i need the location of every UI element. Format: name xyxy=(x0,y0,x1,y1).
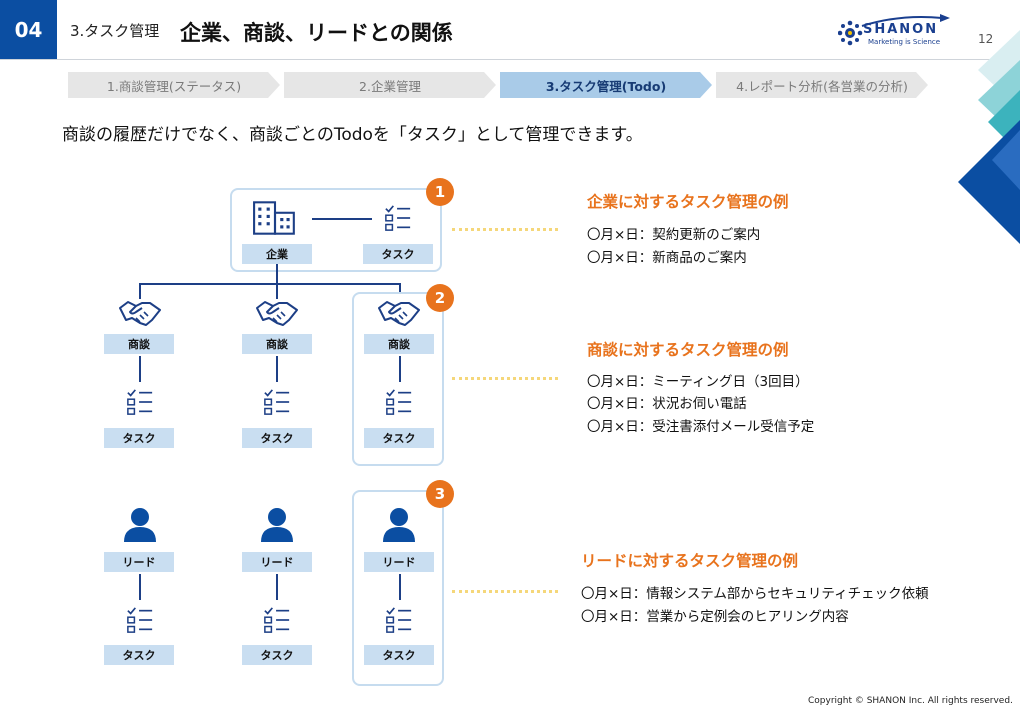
task-icon xyxy=(263,388,291,416)
logo-emblem-icon xyxy=(838,20,863,46)
building-icon xyxy=(252,200,298,236)
tree-line xyxy=(399,283,401,299)
tree-line xyxy=(276,264,278,284)
person-icon xyxy=(259,506,295,542)
step-3-active: 3.タスク管理(Todo) xyxy=(500,72,712,98)
task-icon xyxy=(385,388,413,416)
handshake-icon xyxy=(118,298,162,328)
step-2: 2.企業管理 xyxy=(284,72,496,98)
example-line: 〇月×日：ミーティング日（3回目） xyxy=(587,374,809,390)
example-line: 〇月×日：情報システム部からセキュリティチェック依頼 xyxy=(581,586,929,602)
person-icon xyxy=(122,506,158,542)
dotted-leader xyxy=(452,590,558,593)
connector-line xyxy=(399,356,401,382)
section-number: 04 xyxy=(0,0,57,59)
company-label: 企業 xyxy=(242,244,312,264)
badge-3: 3 xyxy=(426,480,454,508)
deal-label: 商談 xyxy=(104,334,174,354)
lead-label: リード xyxy=(364,552,434,572)
example-line: 〇月×日：契約更新のご案内 xyxy=(587,227,761,243)
example-title-lead: リードに対するタスク管理の例 xyxy=(581,552,799,570)
deal-label: 商談 xyxy=(364,334,434,354)
badge-1: 1 xyxy=(426,178,454,206)
tree-line xyxy=(139,283,400,285)
badge-2: 2 xyxy=(426,284,454,312)
lead-label: リード xyxy=(104,552,174,572)
step-4: 4.レポート分析(各営業の分析) xyxy=(716,72,928,98)
connector-line xyxy=(399,574,401,600)
copyright: Copyright © SHANON Inc. All rights reser… xyxy=(808,696,1013,706)
task-label: タスク xyxy=(363,244,433,264)
task-label: タスク xyxy=(364,645,434,665)
page-title: 企業、商談、リードとの関係 xyxy=(180,21,453,45)
example-line: 〇月×日：営業から定例会のヒアリング内容 xyxy=(581,609,849,625)
connector-line xyxy=(139,356,141,382)
company-logo: SHANON Marketing is Science xyxy=(838,14,950,50)
example-title-deal: 商談に対するタスク管理の例 xyxy=(587,341,789,359)
dotted-leader xyxy=(452,228,558,231)
example-line: 〇月×日：新商品のご案内 xyxy=(587,250,747,266)
step-1: 1.商談管理(ステータス) xyxy=(68,72,280,98)
deal-label: 商談 xyxy=(242,334,312,354)
connector-line xyxy=(276,574,278,600)
page-number: 12 xyxy=(978,32,994,46)
handshake-icon xyxy=(377,298,421,328)
person-icon xyxy=(381,506,417,542)
task-label: タスク xyxy=(104,428,174,448)
lead-label: リード xyxy=(242,552,312,572)
dotted-leader xyxy=(452,377,558,380)
connector-line xyxy=(139,574,141,600)
connector-line xyxy=(312,218,372,220)
task-label: タスク xyxy=(364,428,434,448)
task-icon xyxy=(385,606,413,634)
logo-text: SHANON xyxy=(863,22,939,37)
task-label: タスク xyxy=(242,645,312,665)
task-label: タスク xyxy=(242,428,312,448)
tree-line xyxy=(276,283,278,299)
task-label: タスク xyxy=(104,645,174,665)
logo-swoosh-icon xyxy=(861,14,950,27)
handshake-icon xyxy=(255,298,299,328)
header-divider xyxy=(0,59,1020,60)
tree-line xyxy=(139,283,141,299)
lead-text: 商談の履歴だけでなく、商談ごとのTodoを「タスク」として管理できます。 xyxy=(62,125,643,145)
task-icon xyxy=(126,606,154,634)
decorative-triangles xyxy=(958,30,1020,244)
task-icon xyxy=(263,606,291,634)
example-line: 〇月×日：状況お伺い電話 xyxy=(587,396,747,412)
task-icon xyxy=(384,204,412,232)
section-name: 3.タスク管理 xyxy=(70,22,160,40)
example-title-company: 企業に対するタスク管理の例 xyxy=(587,193,789,211)
example-line: 〇月×日：受注書添付メール受信予定 xyxy=(587,419,815,435)
task-icon xyxy=(126,388,154,416)
connector-line xyxy=(276,356,278,382)
logo-tagline: Marketing is Science xyxy=(868,38,941,46)
